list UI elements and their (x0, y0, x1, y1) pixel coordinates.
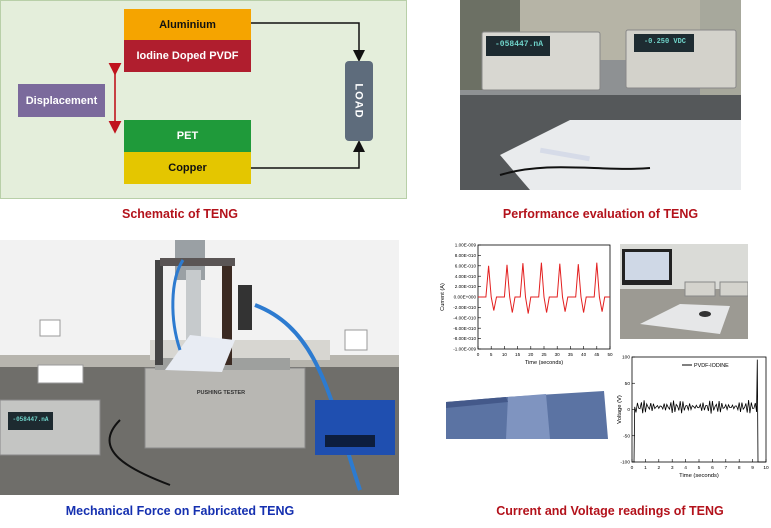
x-tick-label: 6 (711, 465, 714, 471)
y-axis-label: Current (A) (440, 283, 446, 311)
performance-photo: -058447.nA -0.250 VDC (460, 0, 741, 190)
x-tick-label: 7 (724, 465, 727, 471)
x-tick-label: 10 (502, 352, 508, 357)
y-tick-label: -1.00E-009 (453, 347, 476, 352)
x-tick-label: 8 (738, 465, 741, 471)
y-tick-label: 8.00E-010 (455, 253, 477, 258)
mechanical-photo-drawing (0, 240, 399, 495)
pet-label: PET (176, 130, 199, 142)
caption-readings: Current and Voltage readings of TENG (496, 504, 724, 518)
y-tick-label: -2.00E-010 (453, 305, 476, 310)
caption-schematic: Schematic of TENG (122, 207, 238, 221)
x-tick-label: 15 (515, 352, 521, 357)
machine-label: PUSHING TESTER (196, 390, 246, 396)
meter2-display: -0.250 VDC (643, 38, 686, 46)
current-chart-svg: 1.00E-009 8.00E-010 6.00E-010 4.00E-010 2.00… (440, 243, 613, 366)
x-tick-label: 50 (607, 352, 613, 357)
x-tick-label: 3 (671, 465, 674, 471)
x-tick-label: 10 (763, 465, 769, 471)
y-tick-label: 1.00E-009 (455, 243, 477, 248)
x-tick-label: 45 (594, 352, 600, 357)
y-tick-label: -6.00E-010 (453, 326, 476, 331)
displacement-label: Displacement (25, 94, 98, 107)
y-tick-label: -8.00E-010 (453, 336, 476, 341)
meter3-display: -058447.nA (12, 416, 49, 423)
schematic-connectors (108, 22, 365, 169)
load-box: LOAD (345, 61, 373, 141)
copper-to-load-wire (251, 140, 365, 169)
y-tick-label: 100 (622, 355, 630, 361)
mechanical-photo: PUSHING TESTER -058447.nA (0, 240, 399, 495)
series-line (478, 262, 610, 314)
y-tick-label: 4.00E-010 (455, 274, 477, 279)
x-axis-label: Time (seconds) (525, 360, 563, 366)
series-line (632, 359, 766, 463)
x-tick-label: 30 (555, 352, 561, 357)
x-tick-label: 5 (490, 352, 493, 357)
pet-layer: PET (124, 120, 251, 152)
y-tick-label: 6.00E-010 (455, 263, 477, 268)
x-tick-label: 5 (698, 465, 701, 471)
y-tick-label: 2.00E-010 (455, 284, 477, 289)
x-tick-label: 2 (657, 465, 660, 471)
desk-photo (620, 244, 748, 339)
y-tick-label: -100 (620, 460, 630, 466)
aluminium-to-load-wire (251, 22, 365, 62)
y-tick-label: 0 (627, 407, 630, 413)
y-tick-label: -4.00E-010 (453, 315, 476, 320)
pvdf-layer: Iodine Doped PVDF (124, 40, 251, 72)
y-tick-label: 0.00E+000 (454, 295, 477, 300)
pvdf-label: Iodine Doped PVDF (136, 50, 239, 62)
y-tick-label: -50 (623, 433, 630, 439)
legend-label: PVDF-IODINE (694, 363, 729, 369)
x-tick-label: 9 (751, 465, 754, 471)
aluminium-layer: Aluminium (124, 9, 251, 40)
x-axis-label: Time (seconds) (679, 473, 719, 479)
x-tick-label: 4 (684, 465, 687, 471)
aluminium-label: Aluminium (159, 18, 216, 31)
x-tick-label: 25 (541, 352, 547, 357)
displacement-box: Displacement (18, 84, 105, 117)
current-chart: 1.00E-009 8.00E-010 6.00E-010 4.00E-010 2.00… (430, 240, 615, 375)
x-tick-label: 0 (477, 352, 480, 357)
x-tick-label: 35 (568, 352, 574, 357)
caption-mechanical: Mechanical Force on Fabricated TENG (65, 504, 295, 518)
desk-photo-drawing (620, 244, 748, 339)
teng-schematic: Aluminium Iodine Doped PVDF PET Copper D… (0, 0, 407, 199)
meter1-display: -058447.nA (494, 40, 543, 49)
caption-performance: Performance evaluation of TENG (502, 207, 699, 221)
x-tick-label: 40 (581, 352, 587, 357)
teng-film-photo (446, 388, 609, 441)
y-tick-label: 50 (625, 381, 631, 387)
x-tick-label: 20 (528, 352, 534, 357)
y-axis-label: Voltage (V) (617, 395, 623, 424)
load-label: LOAD (353, 83, 366, 119)
copper-label: Copper (168, 162, 207, 174)
performance-photo-drawing (460, 0, 741, 190)
copper-layer: Copper (124, 152, 251, 184)
x-tick-label: 0 (631, 465, 634, 471)
x-tick-label: 1 (644, 465, 647, 471)
teng-film-drawing (446, 391, 608, 439)
